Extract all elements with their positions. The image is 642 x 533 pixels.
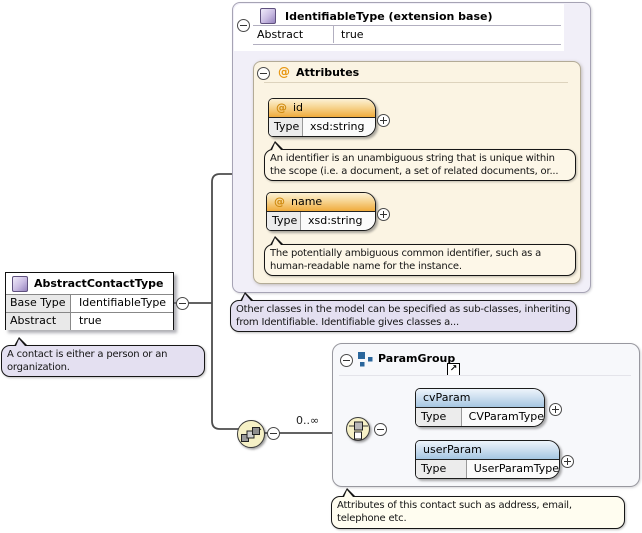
type-row: Type xsd:string: [267, 212, 375, 230]
note-text: An identifier is an unambiguous string t…: [270, 153, 559, 177]
collapse-toggle-sequence[interactable]: [267, 427, 280, 440]
note-tail: [270, 141, 285, 151]
attribute-box-id[interactable]: @ id Type xsd:string: [268, 98, 376, 137]
type-label: Type: [416, 460, 467, 478]
attribute-icon: @: [276, 101, 287, 114]
attribute-name: name: [291, 195, 323, 208]
type-value: CVParamType: [468, 410, 544, 423]
annotation-note-contact: A contact is either a person or an organ…: [1, 337, 205, 377]
element-header: userParam: [416, 441, 559, 460]
type-value: xsd:string: [308, 214, 363, 227]
type-row: Type UserParamType: [416, 460, 559, 478]
annotation-note-paramgroup: Attributes of this contact such as addre…: [331, 488, 625, 529]
note-text: Other classes in the model can be specif…: [236, 304, 571, 328]
sequence-glyph: [240, 427, 262, 442]
collapse-toggle-identifiabletype[interactable]: [237, 19, 250, 32]
attribute-header: @ name: [267, 193, 375, 212]
attribute-header: @ id: [269, 99, 375, 118]
choice-glyph: [348, 421, 368, 439]
collapse-toggle-attributes[interactable]: [257, 67, 270, 80]
complex-type-icon: [12, 276, 28, 292]
collapse-toggle-contact[interactable]: [176, 297, 189, 310]
annotation-note-identifiable: Other classes in the model can be specif…: [230, 292, 577, 332]
choice-compositor-icon[interactable]: [346, 417, 370, 441]
abstractcontacttype-box[interactable]: AbstractContactType Base Type Identifiab…: [5, 272, 174, 330]
divider: [333, 26, 334, 43]
group-icon: [358, 352, 373, 367]
type-label: Type: [267, 212, 301, 230]
abstract-value: true: [341, 28, 364, 41]
attributes-title: Attributes: [296, 66, 360, 79]
element-box-userparam[interactable]: userParam Type UserParamType: [415, 440, 560, 479]
abstract-row: Abstract true: [6, 312, 173, 330]
identifiabletype-title: IdentifiableType (extension base): [285, 10, 493, 23]
note-text: Attributes of this contact such as addre…: [337, 500, 572, 524]
collapse-toggle-choice[interactable]: [374, 423, 387, 436]
note-tail: [14, 337, 29, 347]
divider: [253, 44, 561, 45]
abstract-value: true: [71, 313, 173, 330]
element-name: cvParam: [423, 391, 471, 404]
element-name: userParam: [423, 443, 482, 456]
note-text: The potentially ambiguous common identif…: [270, 248, 542, 272]
element-box-cvparam[interactable]: cvParam Type CVParamType: [415, 388, 545, 427]
abstractcontacttype-header: AbstractContactType: [6, 273, 173, 294]
attribute-icon: @: [278, 65, 290, 79]
collapse-toggle-paramgroup[interactable]: [340, 354, 353, 367]
note-text: A contact is either a person or an organ…: [7, 349, 168, 373]
attribute-name: id: [293, 101, 304, 114]
annotation-note-name: The potentially ambiguous common identif…: [264, 236, 576, 276]
abstract-label: Abstract: [257, 28, 304, 41]
type-value: UserParamType: [473, 462, 559, 475]
note-tail: [240, 292, 255, 302]
type-row: Type xsd:string: [269, 118, 375, 136]
identifiabletype-container: IdentifiableType (extension base) Abstra…: [232, 2, 591, 293]
annotation-note-id: An identifier is an unambiguous string t…: [264, 141, 576, 181]
identifiabletype-header-area: [234, 4, 564, 51]
attributes-section: @ Attributes @ id Type xsd:string An iden…: [253, 61, 581, 284]
expand-toggle-cvparam[interactable]: [549, 403, 562, 416]
expand-toggle-userparam[interactable]: [561, 455, 574, 468]
divider: [264, 82, 568, 83]
attribute-box-name[interactable]: @ name Type xsd:string: [266, 192, 376, 231]
element-header: cvParam: [416, 389, 544, 408]
base-type-row: Base Type IdentifiableType: [6, 294, 173, 312]
expand-toggle-id[interactable]: [377, 114, 390, 127]
note-tail: [270, 236, 285, 246]
base-type-value: IdentifiableType: [71, 295, 173, 312]
type-label: Type: [269, 118, 303, 136]
attribute-icon: @: [274, 195, 285, 208]
occurrence-label: 0..∞: [296, 414, 320, 427]
wire-trunk: [211, 173, 242, 430]
sequence-compositor-icon[interactable]: [237, 420, 265, 448]
abstract-label: Abstract: [6, 313, 71, 330]
note-tail: [342, 488, 357, 498]
divider: [339, 375, 631, 376]
base-type-label: Base Type: [6, 295, 71, 312]
paramgroup-title: ParamGroup: [378, 352, 456, 365]
type-value: xsd:string: [310, 120, 365, 133]
type-row: Type CVParamType: [416, 408, 544, 426]
expand-toggle-name[interactable]: [377, 208, 390, 221]
divider: [253, 25, 561, 26]
type-label: Type: [416, 408, 462, 426]
abstractcontacttype-title: AbstractContactType: [34, 277, 164, 290]
complex-type-icon: [260, 8, 276, 24]
